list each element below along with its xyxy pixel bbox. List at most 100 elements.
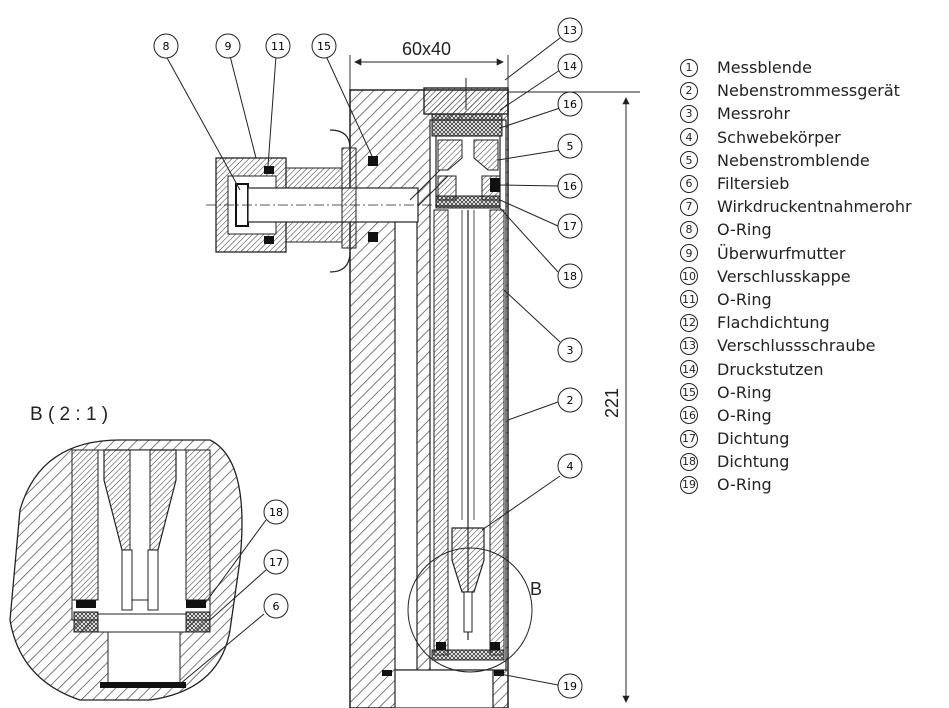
legend-label: O-Ring — [717, 405, 772, 425]
top-cap — [423, 78, 509, 137]
legend-item: 19 O-Ring — [680, 473, 945, 496]
legend-item: 17 Dichtung — [680, 427, 945, 450]
callout-15: 15 — [311, 33, 373, 157]
legend-number: 8 — [680, 220, 698, 239]
legend-number: 14 — [680, 360, 698, 379]
legend-number: 1 — [680, 58, 698, 77]
legend-number: 13 — [680, 336, 698, 355]
svg-text:19: 19 — [563, 680, 577, 693]
legend-item: 7 Wirkdruckentnahmerohr — [680, 195, 945, 218]
callout-9: 9 — [215, 33, 257, 159]
svg-text:3: 3 — [567, 344, 574, 357]
dimension-height-label: 221 — [602, 388, 622, 418]
detail-view-title: B ( 2 : 1 ) — [30, 404, 108, 425]
callout-18-detail: 18 — [205, 499, 289, 603]
legend-label: Dichtung — [717, 452, 790, 472]
detail-circle — [407, 547, 533, 673]
legend-label: Messblende — [717, 58, 812, 78]
legend-number: 5 — [680, 151, 698, 170]
callout-17-detail: 17 — [209, 549, 289, 621]
svg-text:9: 9 — [225, 40, 232, 53]
legend-number: 17 — [680, 429, 698, 448]
legend-label: O-Ring — [717, 382, 772, 402]
callout-4: 4 — [481, 453, 583, 531]
callout-16a: 16 — [499, 91, 583, 129]
svg-text:11: 11 — [271, 40, 285, 53]
legend-item: 9 Überwurfmutter — [680, 242, 945, 265]
bottom-seals — [382, 642, 505, 708]
technical-drawing: B 60x40 221 B ( 2 : 1 ) — [9, 17, 640, 708]
legend-item: 1 Messblende — [680, 56, 945, 79]
legend-label: Nebenstrommessgerät — [717, 81, 900, 101]
legend-item: 8 O-Ring — [680, 218, 945, 241]
svg-text:4: 4 — [567, 460, 574, 473]
legend-item: 3 Messrohr — [680, 102, 945, 125]
legend-item: 18 Dichtung — [680, 450, 945, 473]
upper-assembly — [435, 135, 501, 209]
legend-number: 6 — [680, 174, 698, 193]
svg-text:13: 13 — [563, 24, 577, 37]
callout-19: 19 — [499, 673, 583, 699]
legend-number: 19 — [680, 475, 698, 494]
legend-label: Schwebekörper — [717, 127, 841, 147]
legend-label: O-Ring — [717, 475, 772, 495]
legend-item: 12 Flachdichtung — [680, 311, 945, 334]
callout-11: 11 — [265, 33, 291, 167]
svg-text:18: 18 — [563, 270, 577, 283]
legend-label: Überwurfmutter — [717, 243, 846, 263]
legend-label: Druckstutzen — [717, 359, 824, 379]
dimension-width: 60x40 — [349, 39, 509, 92]
legend-number: 16 — [680, 406, 698, 425]
callout-2: 2 — [507, 387, 583, 421]
svg-text:8: 8 — [163, 40, 170, 53]
svg-text:16: 16 — [563, 98, 577, 111]
svg-text:15: 15 — [317, 40, 331, 53]
legend-item: 10 Verschlusskappe — [680, 265, 945, 288]
dimension-height: 221 — [508, 91, 640, 703]
legend-number: 10 — [680, 267, 698, 286]
side-connector — [206, 129, 449, 273]
detail-view: B ( 2 : 1 ) — [9, 404, 243, 701]
svg-text:17: 17 — [269, 556, 283, 569]
legend-label: Dichtung — [717, 429, 790, 449]
legend-number: 3 — [680, 104, 698, 123]
legend-number: 2 — [680, 81, 698, 100]
legend-number: 12 — [680, 313, 698, 332]
legend-item: 2 Nebenstrommessgerät — [680, 79, 945, 102]
svg-text:16: 16 — [563, 180, 577, 193]
parts-legend: 1 Messblende 2 Nebenstrommessgerät 3 Messrohr… — [680, 56, 945, 497]
legend-number: 11 — [680, 290, 698, 309]
legend-label: Wirkdruckentnahmerohr — [717, 197, 912, 217]
svg-text:14: 14 — [563, 60, 577, 73]
legend-label: Filtersieb — [717, 174, 790, 194]
callouts: 13 14 16 5 16 17 18 3 2 4 19 8 9 11 15 1… — [153, 17, 583, 699]
detail-marker: B — [530, 579, 542, 599]
svg-text:17: 17 — [563, 220, 577, 233]
measuring-tube — [433, 209, 505, 656]
legend-label: Flachdichtung — [717, 313, 830, 333]
legend-label: Messrohr — [717, 104, 791, 124]
legend-number: 7 — [680, 197, 698, 216]
legend-number: 9 — [680, 244, 698, 263]
svg-text:2: 2 — [567, 394, 574, 407]
float — [451, 527, 485, 633]
legend-label: Verschlussschraube — [717, 336, 876, 356]
legend-number: 18 — [680, 452, 698, 471]
legend-item: 16 O-Ring — [680, 404, 945, 427]
callout-14: 14 — [499, 53, 583, 111]
callout-8: 8 — [153, 33, 241, 191]
svg-text:5: 5 — [567, 140, 574, 153]
svg-text:18: 18 — [269, 506, 283, 519]
legend-label: O-Ring — [717, 289, 772, 309]
legend-label: Verschlusskappe — [717, 266, 851, 286]
legend-item: 13 Verschlussschraube — [680, 334, 945, 357]
legend-item: 14 Druckstutzen — [680, 357, 945, 380]
legend-label: O-Ring — [717, 220, 772, 240]
legend-item: 11 O-Ring — [680, 288, 945, 311]
callout-17: 17 — [499, 199, 583, 239]
legend-item: 15 O-Ring — [680, 381, 945, 404]
callout-3: 3 — [503, 289, 583, 363]
legend-number: 15 — [680, 383, 698, 402]
